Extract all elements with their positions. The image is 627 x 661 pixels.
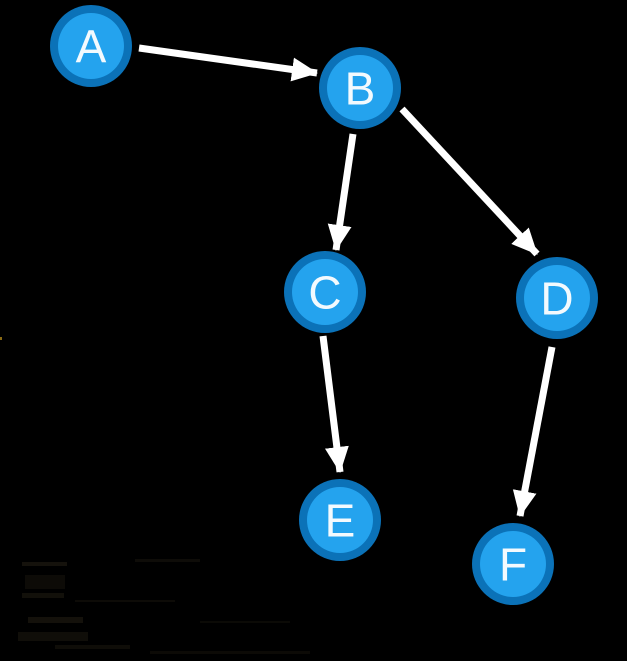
graph-node-E[interactable]: E xyxy=(299,479,381,561)
edge-A-B xyxy=(138,44,318,82)
node-body xyxy=(524,265,590,331)
edge-B-D xyxy=(399,106,540,257)
node-body xyxy=(307,487,373,553)
graph-node-F[interactable]: F xyxy=(472,523,554,605)
edges-layer xyxy=(138,44,556,517)
node-body xyxy=(292,259,358,325)
graph-node-A[interactable]: A xyxy=(50,5,132,87)
node-body xyxy=(327,55,393,121)
graph-node-C[interactable]: C xyxy=(284,251,366,333)
node-body xyxy=(480,531,546,597)
graph-node-B[interactable]: B xyxy=(319,47,401,129)
node-body xyxy=(58,13,124,79)
graph-node-D[interactable]: D xyxy=(516,257,598,339)
edge-D-F xyxy=(512,346,556,517)
nodes-layer: A B C D E F xyxy=(50,5,598,605)
edge-B-C xyxy=(327,133,357,251)
edge-C-E xyxy=(319,335,349,473)
